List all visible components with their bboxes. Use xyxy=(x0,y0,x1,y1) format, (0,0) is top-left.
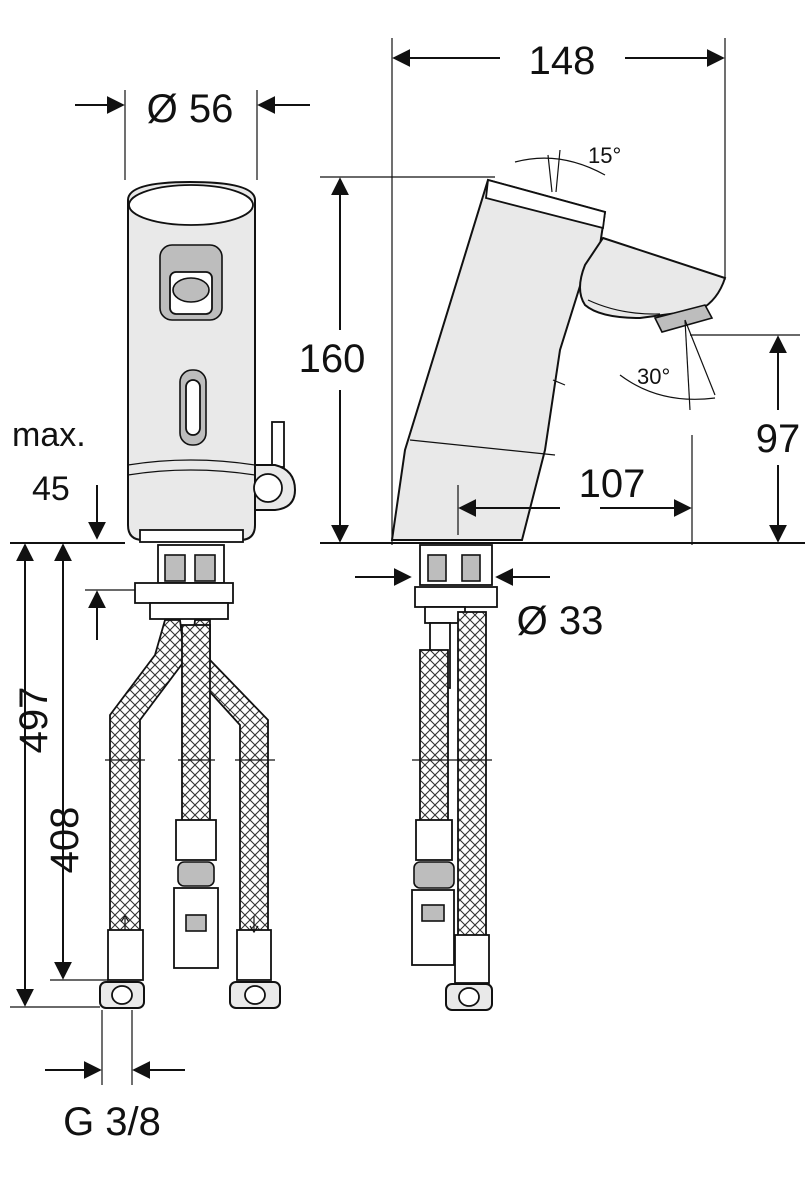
spout-aerator xyxy=(653,304,714,333)
label-45: 45 xyxy=(32,470,70,508)
label-max: max. xyxy=(12,416,86,454)
label-497: 497 xyxy=(12,687,56,754)
label-15-degrees: 15° xyxy=(588,143,621,168)
label-diameter-56: Ø 56 xyxy=(147,87,234,131)
side-view: 148 160 15° xyxy=(299,38,805,1011)
dimension-408: 408 xyxy=(43,543,108,981)
dimension-thread-g38: G 3/8 xyxy=(45,1010,185,1144)
label-30-degrees: 30° xyxy=(637,364,670,389)
label-diameter-33: Ø 33 xyxy=(517,599,604,643)
dimension-107: 107 xyxy=(457,435,693,545)
dimension-max-45: max. 45 xyxy=(12,416,135,640)
front-hoses xyxy=(99,619,281,1009)
angle-15: 15° xyxy=(514,143,621,193)
side-hoses xyxy=(411,611,493,1011)
label-148: 148 xyxy=(529,39,596,83)
dimension-97: 97 xyxy=(690,334,801,543)
label-408: 408 xyxy=(43,807,87,874)
label-97: 97 xyxy=(756,417,801,461)
front-mounting xyxy=(134,544,234,620)
side-faucet-body xyxy=(390,178,727,541)
label-g38: G 3/8 xyxy=(63,1100,161,1144)
dimension-497: 497 xyxy=(10,543,100,1008)
angle-30: 30° xyxy=(619,319,716,411)
temperature-knob xyxy=(253,421,297,511)
dimension-160: 160 xyxy=(299,176,495,543)
dimension-148: 148 xyxy=(391,38,726,545)
spout xyxy=(579,236,727,320)
dimension-diameter-33: Ø 33 xyxy=(355,568,604,643)
label-107: 107 xyxy=(579,462,646,506)
front-view: Ø 56 xyxy=(10,87,310,1144)
dimension-diameter-56: Ø 56 xyxy=(75,87,310,180)
front-faucet-body xyxy=(127,180,297,543)
label-160: 160 xyxy=(299,337,366,381)
